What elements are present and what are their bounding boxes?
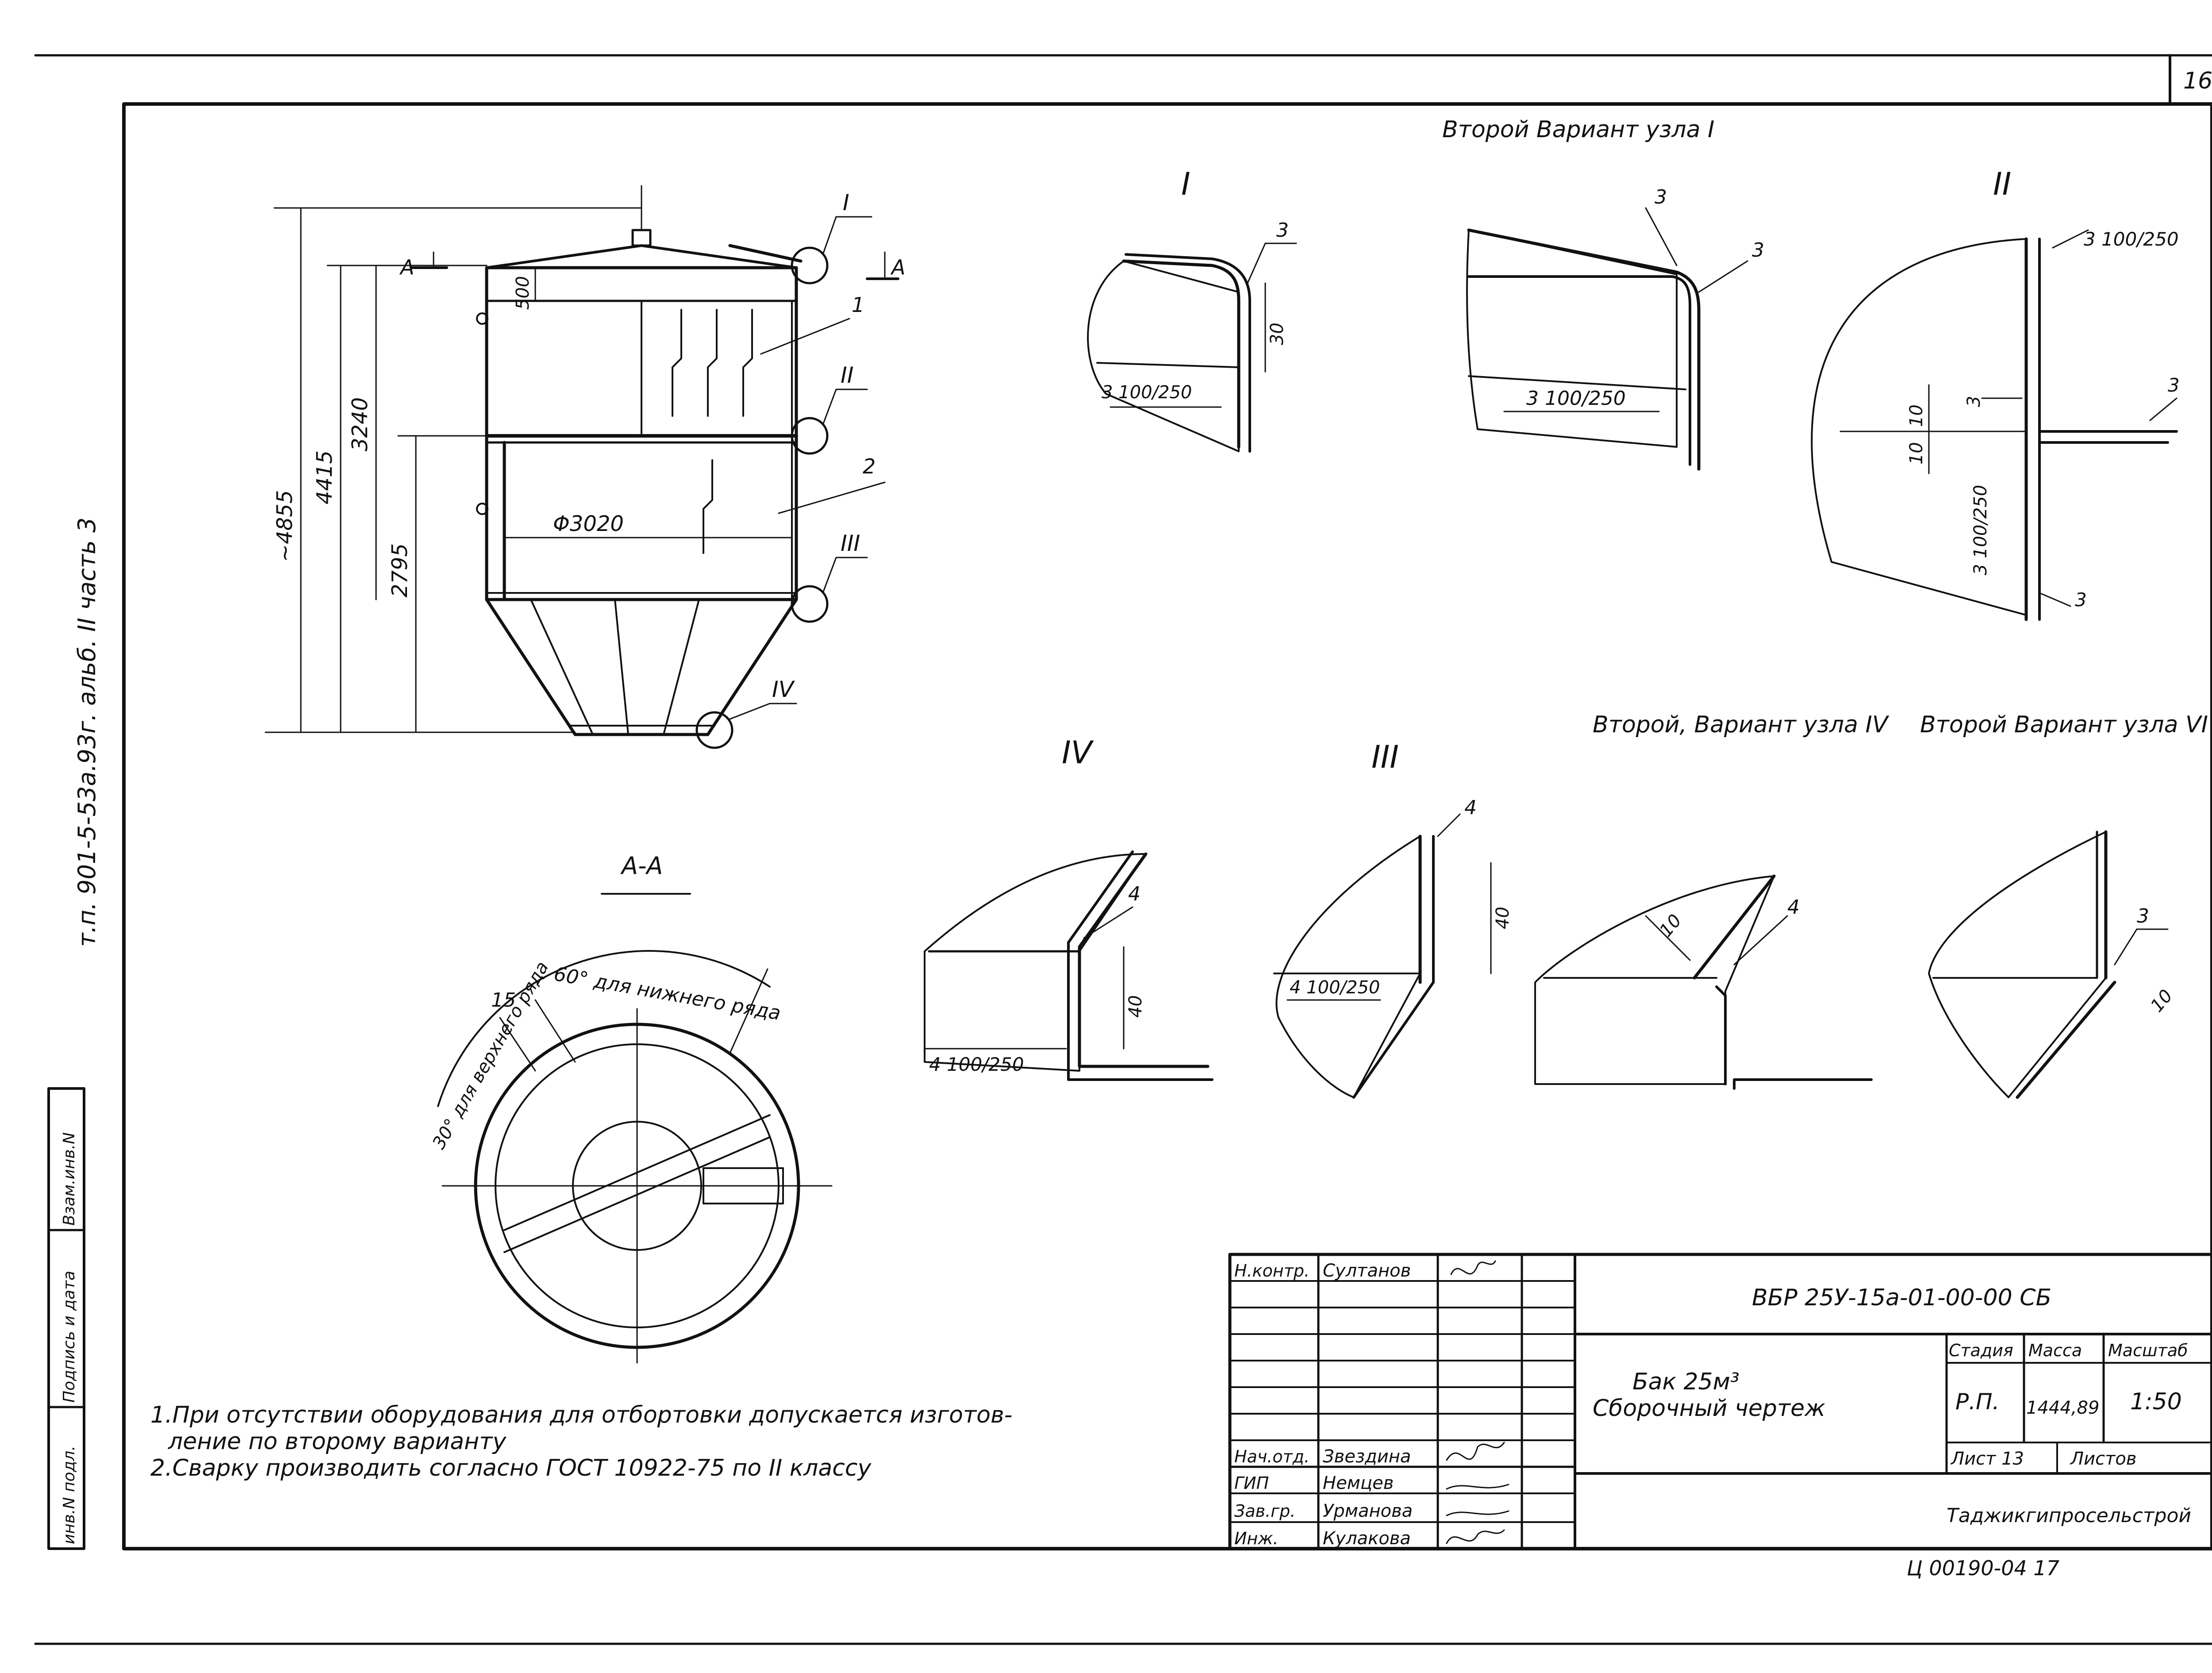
note-line-1: 1.При отсутствии оборудования для отборт…	[150, 1402, 1012, 1428]
tb-organization: Таджикгипросельстрой	[1947, 1504, 2191, 1527]
tb-name-7: Урманова	[1323, 1501, 1413, 1521]
dim-diameter: Φ3020	[553, 512, 624, 536]
tb-name-8: Кулакова	[1323, 1528, 1411, 1549]
dim-2795: 2795	[388, 543, 412, 597]
tb-scale: 1:50	[2130, 1388, 2182, 1415]
detail-1-weld-top: 3	[1276, 219, 1289, 242]
detail-4-weld-top: 4	[1128, 883, 1141, 905]
detail-6-variant-dim: 10	[2147, 986, 2177, 1016]
detail-2	[1811, 229, 2178, 621]
left-stamp	[47, 1087, 85, 1550]
tb-name-6: Немцев	[1323, 1473, 1394, 1493]
bottom-code: Ц 00190-04 17	[1907, 1556, 2059, 1580]
tb-scale-header: Масштаб	[2108, 1341, 2188, 1360]
detail-4-variant	[1534, 874, 1873, 1090]
detail-1-title: I	[1181, 166, 1190, 202]
tb-sheets: Листов	[2070, 1449, 2136, 1469]
detail-4	[924, 850, 1214, 1081]
dim-4415: 4415	[312, 450, 337, 504]
tb-name-5: Звездина	[1323, 1446, 1411, 1467]
detail-1	[1087, 242, 1297, 453]
detail-1-variant-title: Второй Вариант узла I	[1442, 116, 1714, 143]
tb-role-5: Нач.отд.	[1234, 1447, 1310, 1466]
tb-stage: Р.П.	[1955, 1389, 2000, 1415]
tb-role-6: ГИП	[1234, 1473, 1269, 1493]
stamp-vzam: Взам.инв.N	[60, 1132, 78, 1226]
callout-III: III	[841, 531, 860, 556]
detail-2-weld-right: 3	[2168, 374, 2180, 396]
detail-1-dim: 30	[1267, 323, 1287, 345]
section-aa-plan	[437, 893, 833, 1364]
detail-1-variant-weld-a: 3	[1655, 186, 1667, 208]
detail-3-weld-top: 4	[1464, 796, 1477, 819]
dim-3240: 3240	[348, 397, 373, 451]
callout-2: 2	[863, 454, 876, 478]
sheet-frame	[34, 54, 2212, 1645]
detail-3	[1273, 813, 1492, 1099]
detail-4-weld-bottom: 4 100/250	[929, 1054, 1024, 1075]
detail-3-dim: 40	[1493, 907, 1513, 929]
detail-6-variant-weld: 3	[2137, 905, 2149, 927]
section-aa-label-lower: 60° для нижнего ряда	[552, 963, 783, 1025]
detail-2-weld-top: 3 100/250	[2084, 228, 2179, 250]
tank-elevation	[265, 185, 899, 749]
detail-4-variant-weld: 4	[1787, 896, 1800, 919]
tb-sheet: Лист 13	[1950, 1449, 2024, 1469]
callout-II: II	[841, 362, 854, 388]
detail-6-variant	[1928, 830, 2169, 1099]
detail-2-title: II	[1993, 166, 2011, 202]
detail-2-dim-a: 10	[1906, 404, 1927, 427]
tb-role-8: Инж.	[1234, 1529, 1279, 1548]
tb-name-line1: Бак 25м³	[1632, 1369, 1740, 1395]
stamp-inv-podl: инв.N подл.	[60, 1446, 78, 1544]
tb-mass-header: Масса	[2028, 1341, 2082, 1360]
note-line-2: ление по второму варианту	[168, 1428, 507, 1455]
tb-name-1: Султанов	[1323, 1261, 1411, 1281]
stamp-podpis: Подпись и дата	[60, 1271, 78, 1403]
tb-role-1: Н.контр.	[1234, 1261, 1310, 1281]
callout-IV: IV	[772, 677, 795, 702]
note-line-3: 2.Сварку производить согласно ГОСТ 10922…	[150, 1455, 872, 1481]
detail-3-weld-bottom: 4 100/250	[1290, 977, 1380, 998]
section-aa-title: А-А	[620, 852, 663, 880]
tb-mass: 1444,89	[2026, 1398, 2099, 1418]
detail-3-title: III	[1371, 739, 1399, 775]
section-mark-right: A	[890, 255, 905, 279]
detail-1-variant-weld-b: 3	[1752, 239, 1764, 262]
detail-2-weld-side: 3 100/250	[1970, 485, 1991, 575]
detail-2-dim-b: 10	[1906, 442, 1927, 465]
tb-name-line2: Сборочный чертеж	[1593, 1395, 1825, 1422]
dim-4855: ~4855	[273, 490, 297, 562]
tb-stage-header: Стадия	[1949, 1341, 2013, 1360]
tb-doc-code: ВБР 25У-15а-01-00-00 СБ	[1752, 1285, 2051, 1311]
callout-I: I	[843, 190, 849, 215]
detail-4-dim: 40	[1125, 995, 1146, 1018]
section-aa-label-upper: 30° для верхнего ряда	[429, 958, 553, 1153]
title-block-grid	[1228, 1253, 2212, 1550]
side-note: т.п. 901-5-53а.93г. альб. II часть 3	[73, 517, 101, 947]
tb-role-7: Зав.гр.	[1234, 1501, 1295, 1521]
detail-1-variant-weld-c: 3 100/250	[1526, 387, 1626, 410]
dim-500: 500	[513, 276, 533, 310]
signatures	[1446, 1260, 1509, 1544]
page-number: 16	[2183, 68, 2212, 94]
detail-4-variant-title: Второй, Вариант узла IV	[1593, 712, 1889, 738]
callout-1: 1	[852, 293, 864, 317]
detail-1-variant	[1466, 207, 1748, 471]
detail-4-variant-dim: 10	[1655, 911, 1686, 941]
detail-1-weld-bottom: 3 100/250	[1102, 382, 1192, 403]
detail-2-weld-mid: 3	[1964, 396, 1984, 407]
section-aa-label-15: 15	[491, 989, 516, 1011]
section-mark-left: A	[399, 255, 414, 279]
detail-4-title: IV	[1062, 735, 1094, 771]
detail-2-weld-bottom: 3	[2075, 589, 2087, 611]
detail-6-variant-title: Второй Вариант узла VI	[1920, 712, 2208, 738]
